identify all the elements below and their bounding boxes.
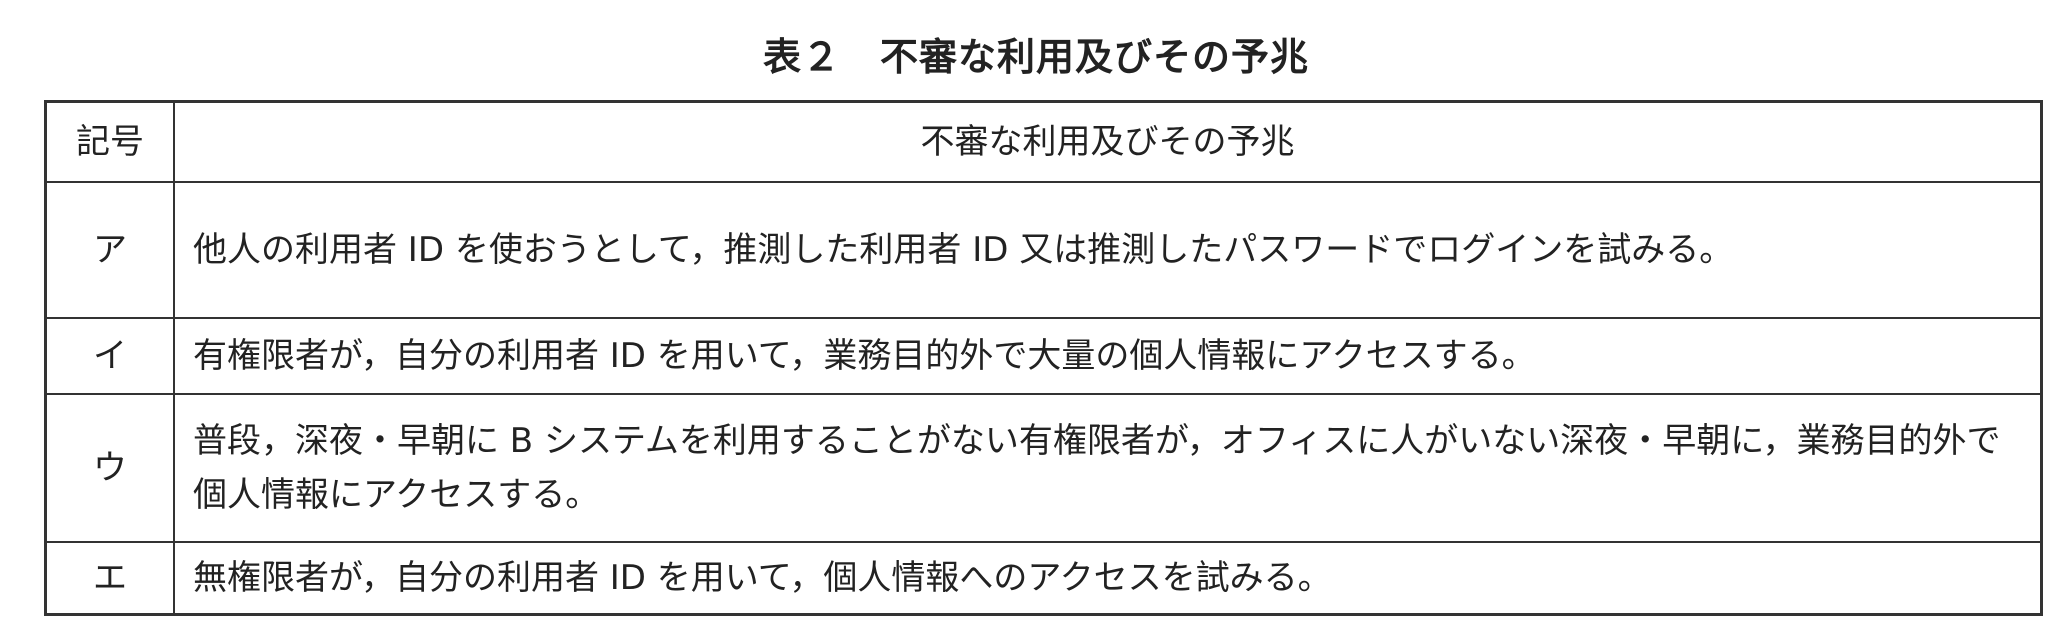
row-symbol: イ <box>44 317 175 395</box>
row-text: 普段，深夜・早朝に B システムを利用することがない有権限者が，オフィスに人がい… <box>173 393 2043 543</box>
row-symbol: エ <box>44 541 175 616</box>
row-text: 無権限者が，自分の利用者 ID を用いて，個人情報へのアクセスを試みる。 <box>173 541 2043 616</box>
row-text: 有権限者が，自分の利用者 ID を用いて，業務目的外で大量の個人情報にアクセスす… <box>173 317 2043 395</box>
table-row: ウ 普段，深夜・早朝に B システムを利用することがない有権限者が，オフィスに人… <box>44 393 2043 543</box>
table-row: エ 無権限者が，自分の利用者 ID を用いて，個人情報へのアクセスを試みる。 <box>44 541 2043 616</box>
row-text: 他人の利用者 ID を使おうとして，推測した利用者 ID 又は推測したパスワード… <box>173 181 2043 319</box>
header-description: 不審な利用及びその予兆 <box>173 100 2043 183</box>
table-header-row: 記号 不審な利用及びその予兆 <box>44 100 2043 183</box>
table-row: イ 有権限者が，自分の利用者 ID を用いて，業務目的外で大量の個人情報にアクセ… <box>44 317 2043 395</box>
header-symbol: 記号 <box>44 100 175 183</box>
row-symbol: ア <box>44 181 175 319</box>
table-title: 表２ 不審な利用及びその予兆 <box>762 35 1309 79</box>
row-symbol: ウ <box>44 393 175 543</box>
table-row: ア 他人の利用者 ID を使おうとして，推測した利用者 ID 又は推測したパスワ… <box>44 181 2043 319</box>
suspicious-usage-table: 記号 不審な利用及びその予兆 ア 他人の利用者 ID を使おうとして，推測した利… <box>44 100 2043 616</box>
